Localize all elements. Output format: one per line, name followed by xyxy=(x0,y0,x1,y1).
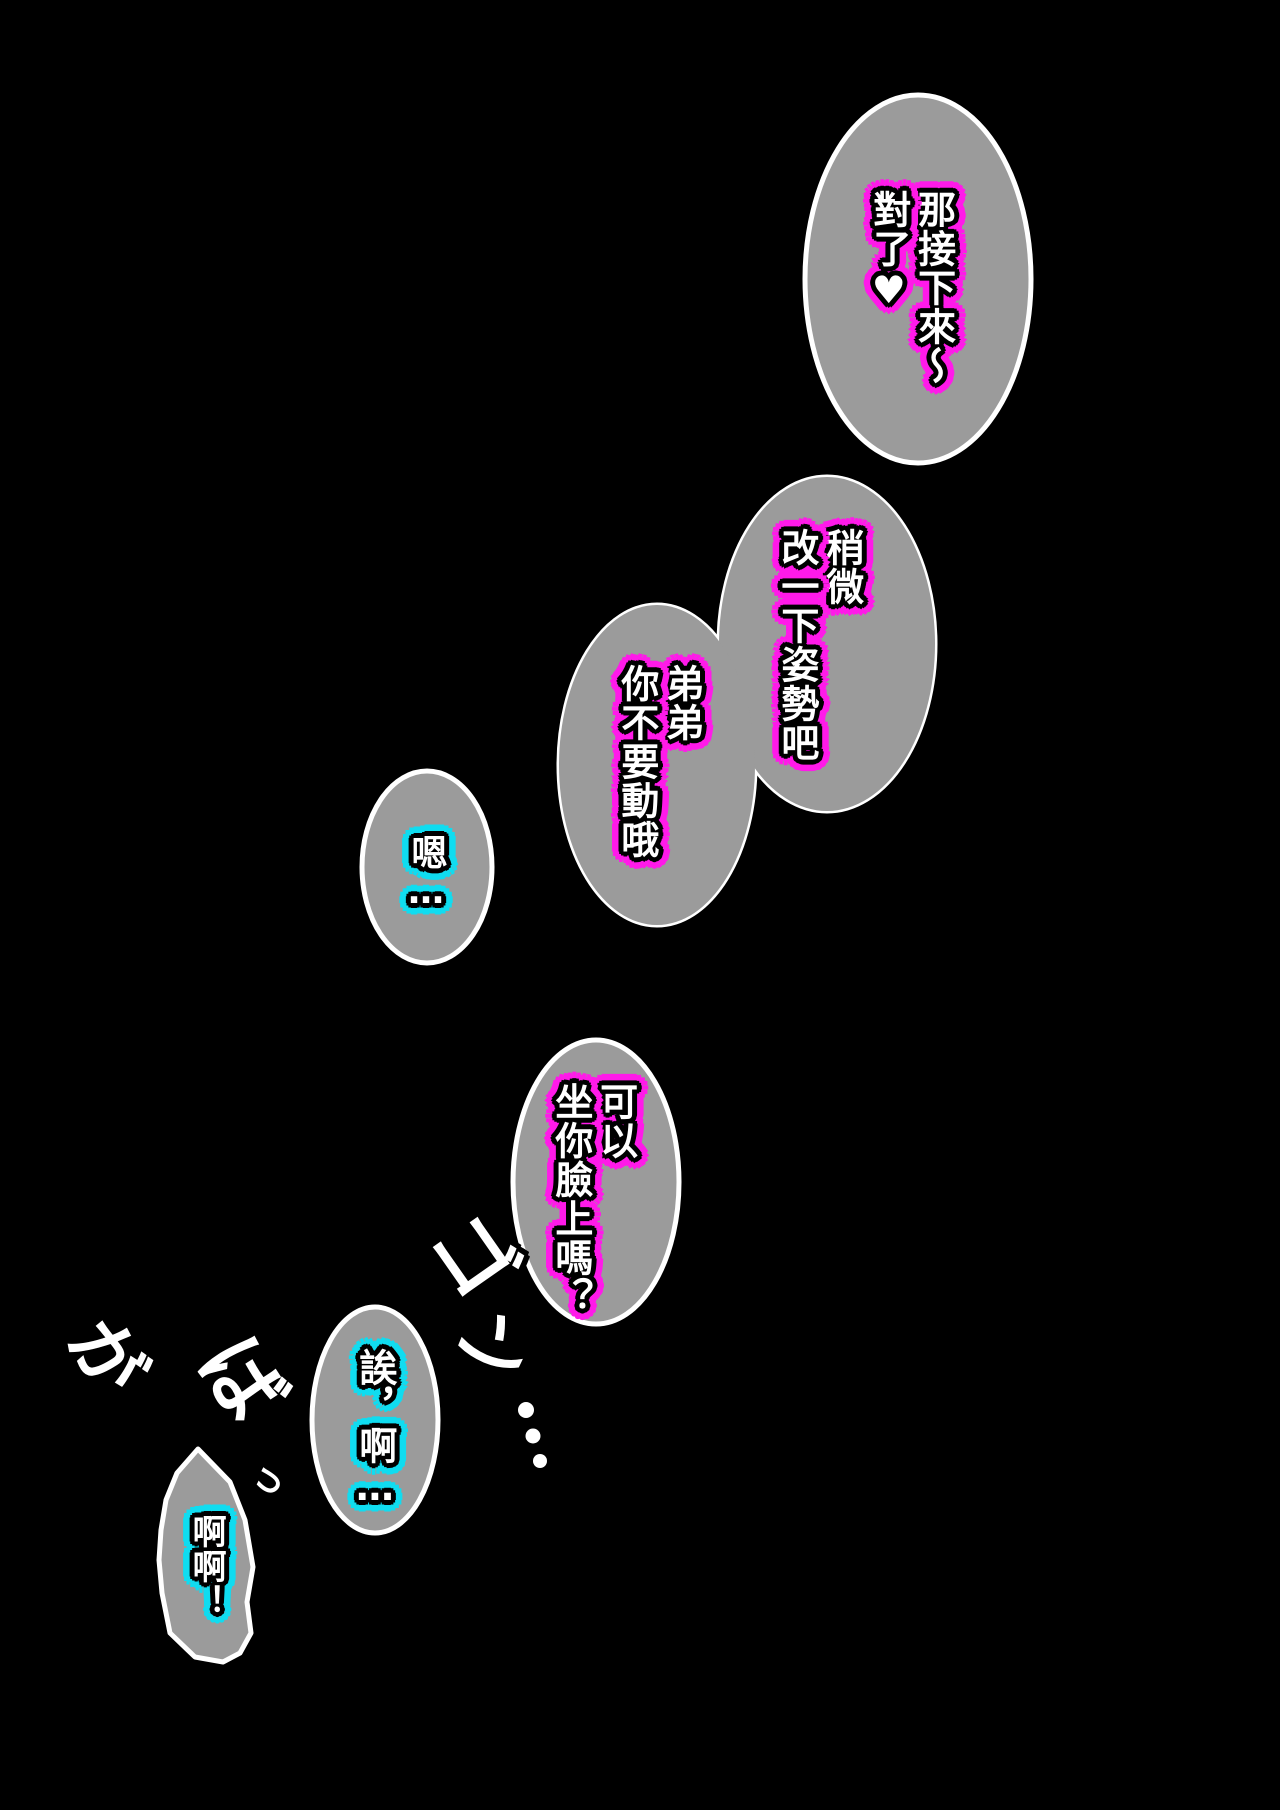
sfx-gon-trail-dots xyxy=(518,1402,547,1468)
sfx-gaba-char-ba: ば xyxy=(180,1320,303,1439)
speech-bubble-6-shape xyxy=(309,1304,441,1536)
speech-bubble-5-shape xyxy=(510,1037,682,1327)
sfx-gon-char-go: ゴ xyxy=(411,1196,534,1316)
speech-bubble-7-text: 啊啊！ xyxy=(186,1514,227,1619)
speech-bubble-1-text: 那接下來～ 對了♥ xyxy=(866,190,956,385)
speech-bubble-4-shape xyxy=(359,768,495,966)
speech-bubble-1-shape xyxy=(802,92,1034,466)
speech-bubble-4-text: 嗯… xyxy=(405,834,447,913)
speech-bubble-2-text: 稍微 改一下姿勢吧 xyxy=(774,528,864,762)
sfx-gaba-char-ga: が xyxy=(51,1303,162,1410)
speech-bubble-7-shape xyxy=(156,1446,256,1665)
sfx-dot-1 xyxy=(518,1402,534,1418)
speech-bubble-2-3-merged-shape xyxy=(556,474,938,928)
sfx-dot-2 xyxy=(525,1428,541,1444)
speech-bubble-2-fill xyxy=(719,477,935,811)
sfx-dot-3 xyxy=(533,1454,547,1468)
speech-bubble-6-text: 誒，啊… xyxy=(352,1348,397,1510)
speech-bubble-3-fill xyxy=(559,605,755,925)
speech-bubble-5-text: 可以 坐你臉上嗎？ xyxy=(548,1082,638,1316)
speech-bubble-3-text: 弟弟 你不要動哦 xyxy=(614,664,704,859)
sfx-gaba-char-tsu: っ xyxy=(242,1452,297,1507)
